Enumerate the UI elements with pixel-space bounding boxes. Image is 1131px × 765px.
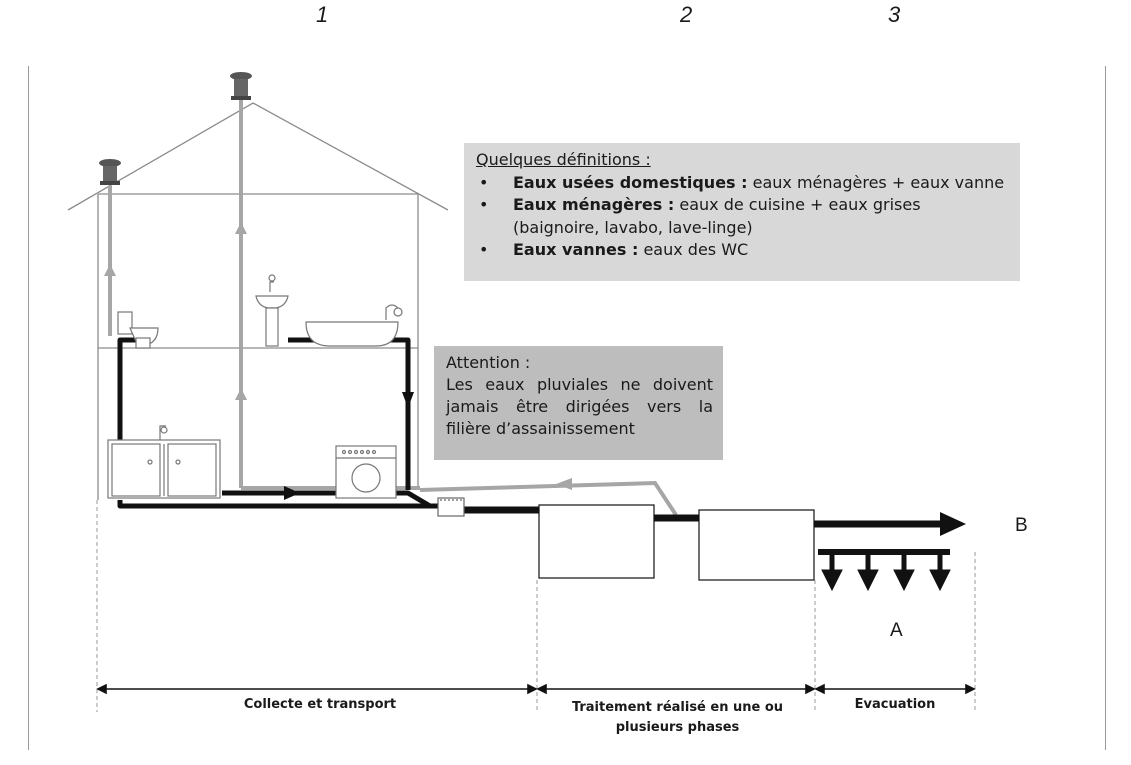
vent-cap-right-icon xyxy=(230,72,252,100)
left-frame-line xyxy=(28,66,29,750)
washbasin-icon xyxy=(255,274,289,347)
grey-arrow-up-top xyxy=(235,222,247,234)
treatment-tank-2 xyxy=(698,509,815,581)
definition-text: eaux de cuisine + eaux grises xyxy=(674,195,921,214)
output-b-label: B xyxy=(1015,515,1028,536)
output-a-label: A xyxy=(890,620,903,641)
washing-machine-icon xyxy=(335,445,397,499)
grey-arrow-up-left xyxy=(104,264,116,276)
output-b-arrowhead xyxy=(940,512,966,536)
definitions-list: • Eaux usées domestiques : eaux ménagère… xyxy=(476,172,1020,262)
right-frame-line xyxy=(1105,66,1106,750)
grey-vent-pipes xyxy=(108,100,678,517)
toilet-icon xyxy=(117,311,159,349)
section-label-evacuation: Evacuation xyxy=(854,697,936,712)
section-label-traitement: Traitement réalisé en une ou plusieurs p… xyxy=(545,698,810,738)
attention-title: Attention : xyxy=(446,353,531,372)
house-outline xyxy=(67,102,449,500)
attention-body: Les eaux pluviales ne doivent jamais êtr… xyxy=(446,375,713,438)
black-arrow-right xyxy=(284,486,300,500)
section-separators xyxy=(96,500,976,712)
section-label-traitement-line2: plusieurs phases xyxy=(615,720,740,735)
definition-text: eaux ménagères + eaux vanne xyxy=(747,172,1005,192)
definition-item: • Eaux vannes : eaux des WC xyxy=(476,239,1020,262)
definition-term: Eaux ménagères : xyxy=(513,195,675,214)
section-label-traitement-line1: Traitement réalisé en une ou xyxy=(571,700,784,715)
bathtub-icon xyxy=(305,304,403,347)
grey-arrow-up-bottom xyxy=(235,388,247,400)
infiltration-arrows xyxy=(821,552,951,592)
grey-arrow-left xyxy=(556,478,572,490)
definition-text: eaux des WC xyxy=(638,240,749,259)
bullet: • xyxy=(479,172,489,192)
column-number-2: 2 xyxy=(680,2,693,27)
treatment-tank-1 xyxy=(538,504,655,579)
definitions-title: Quelques définitions : xyxy=(476,150,651,169)
vent-cap-left-icon xyxy=(99,159,121,185)
definition-item: • Eaux usées domestiques : eaux ménagère… xyxy=(476,172,1020,195)
definition-term: Eaux usées domestiques : xyxy=(513,172,748,192)
attention-box: Attention : Les eaux pluviales ne doiven… xyxy=(434,346,723,460)
section-span-arrows xyxy=(96,683,976,695)
rain-gutter-icon xyxy=(437,497,465,517)
black-arrow-down xyxy=(402,392,414,408)
column-number-1: 1 xyxy=(316,2,329,27)
definition-item: • Eaux ménagères : eaux de cuisine + eau… xyxy=(476,194,1020,239)
section-label-collecte: Collecte et transport xyxy=(243,697,397,712)
definition-continuation: (baignoire, lavabo, lave-linge) xyxy=(513,217,753,237)
definitions-box: Quelques définitions : • Eaux usées dome… xyxy=(464,143,1020,281)
bullet: • xyxy=(479,240,489,259)
definition-term: Eaux vannes : xyxy=(513,240,639,259)
bullet: • xyxy=(479,195,489,214)
kitchen-sink-icon xyxy=(107,425,221,499)
column-number-3: 3 xyxy=(888,2,901,27)
